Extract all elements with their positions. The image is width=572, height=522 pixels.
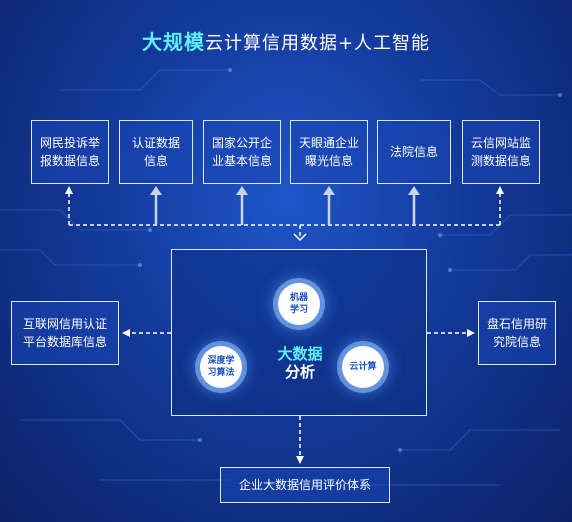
source-box-yunxin: 云信网站监测数据信息 [462,120,540,184]
source-label: 究院信息 [492,335,541,349]
source-box-panshi: 盘石信用研究院信息 [478,301,556,365]
circle-label: 机器 [289,293,308,303]
page-title: 大规模云计算信用数据+人工智能 [0,26,572,55]
core-label-line2: 分析 [284,363,315,381]
circle-label: 深度学 [207,356,235,366]
circle-label: 学习 [289,305,308,315]
core-label-line1: 大数据 [277,345,323,363]
source-label: 网民投诉举 [39,136,100,150]
source-label: 测数据信息 [470,154,531,168]
analysis-box [171,249,427,416]
circle-label: 习算法 [207,368,235,378]
source-box-certification: 认证数据信息 [119,120,193,184]
source-label: 天眼通企业 [298,136,359,150]
core-label: 大数据 分析 [256,345,344,381]
circle-deep-learning: 深度学习算法 [200,346,242,388]
source-label: 国家公开企 [211,136,272,150]
circle-cloud-computing: 云计算 [342,346,384,388]
source-label: 认证数据 [131,136,180,150]
source-label: 平台数据库信息 [22,335,107,349]
source-box-tianyan: 天眼通企业曝光信息 [290,120,368,184]
source-box-court: 法院信息 [377,120,451,184]
output-label: 企业大数据信用评价体系 [238,478,371,492]
source-label: 互联网信用认证 [22,317,107,331]
source-label: 信息 [143,154,168,168]
title-highlight: 大规模 [141,30,205,54]
source-label: 云信网站监 [470,136,531,150]
source-label: 报数据信息 [39,154,100,168]
source-label: 业基本信息 [211,154,272,168]
source-label: 曝光信息 [304,154,353,168]
output-box: 企业大数据信用评价体系 [220,467,390,503]
source-box-complaints: 网民投诉举报数据信息 [31,120,109,184]
source-box-internet-credit: 互联网信用认证平台数据库信息 [11,301,119,365]
source-label: 法院信息 [389,145,438,159]
circle-label: 云计算 [349,362,377,372]
source-label: 盘石信用研 [486,317,547,331]
source-box-public-enterprise: 国家公开企业基本信息 [203,120,281,184]
title-rest: 云计算信用数据+人工智能 [204,33,431,54]
circle-machine-learning: 机器学习 [278,283,320,325]
